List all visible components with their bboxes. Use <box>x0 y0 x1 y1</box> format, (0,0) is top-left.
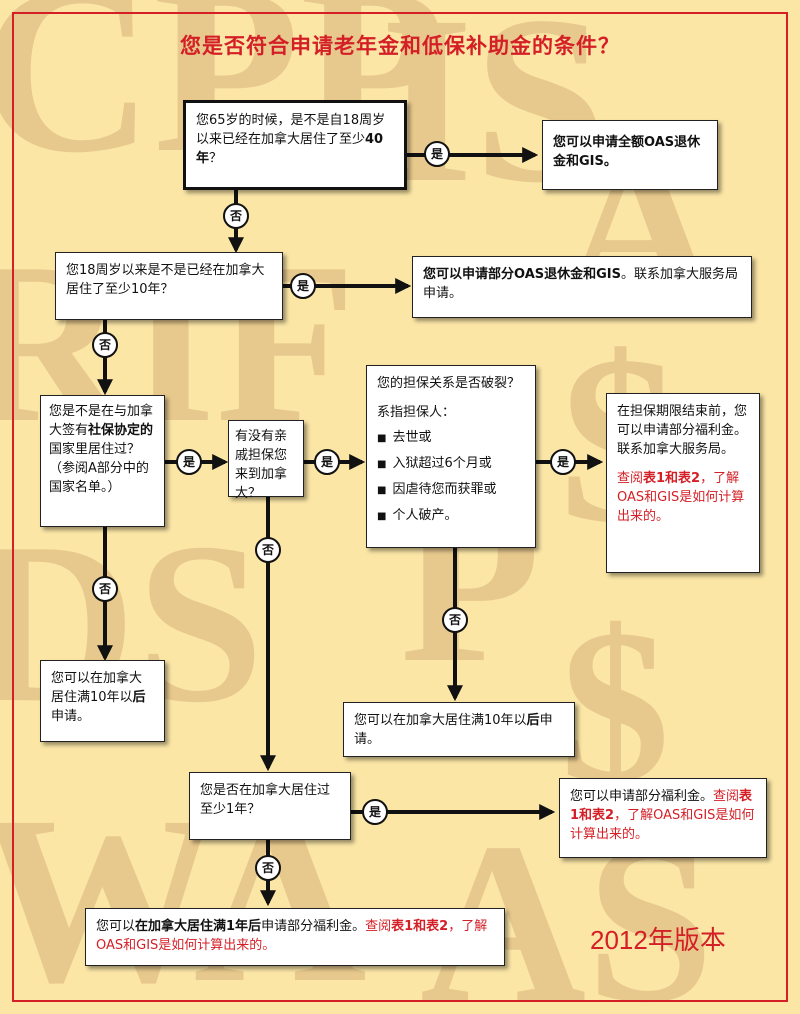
yes-badge: 是 <box>424 141 450 167</box>
question-box-40-years: 您65岁的时候，是不是自18周岁以来已经在加拿大居住了至少40年？ <box>183 100 407 190</box>
yes-badge: 是 <box>290 273 316 299</box>
yes-badge: 是 <box>362 799 388 825</box>
question-box-1-year: 您是否在加拿大居住过至少1年？ <box>189 772 351 840</box>
page-title: 您是否符合申请老年金和低保补助金的条件？ <box>180 34 620 58</box>
result-box-apply-after-10-years-a: 您可以在加拿大居住满10年以后申请。 <box>40 660 165 742</box>
no-badge: 否 <box>92 576 118 602</box>
result-box-partial-benefit: 您可以申请部分福利金。查阅表1和表2，了解OAS和GIS是如何计算出来的。 <box>559 778 767 858</box>
question-box-social-security-agreement: 您是不是在与加拿大签有社保协定的国家里居住过？（参阅A部分中的国家名单。） <box>40 395 165 527</box>
list-item: 个人破产。 <box>377 506 525 526</box>
result-box-partial-before-sponsorship-end: 在担保期限结束前，您可以申请部分福利金。联系加拿大服务局。 查阅表1和表2，了解… <box>606 393 760 573</box>
no-badge: 否 <box>255 855 281 881</box>
question-box-relative-sponsor: 有没有亲戚担保您来到加拿大？ <box>228 420 304 501</box>
yes-badge: 是 <box>176 449 202 475</box>
question-box-10-years: 您18周岁以来是不是已经在加拿大居住了至少10年？ <box>55 252 283 320</box>
result-box-full-oas: 您可以申请全额OAS退休金和GIS。 <box>542 120 718 190</box>
yes-badge: 是 <box>550 449 576 475</box>
no-badge: 否 <box>442 607 468 633</box>
page-border <box>12 12 788 1002</box>
list-item: 入狱超过6个月或 <box>377 454 525 474</box>
list-item: 去世或 <box>377 428 525 448</box>
question-box-sponsorship-breakdown: 您的担保关系是否破裂？ 系指担保人： 去世或 入狱超过6个月或 因虐待您而获罪或… <box>366 365 536 548</box>
edition-label: 2012年版本 <box>590 925 726 955</box>
yes-badge: 是 <box>314 449 340 475</box>
no-badge: 否 <box>255 537 281 563</box>
watermark-letter: IS <box>380 0 607 232</box>
list-item: 因虐待您而获罪或 <box>377 480 525 500</box>
result-box-apply-after-1-year: 您可以在加拿大居住满1年后申请部分福利金。查阅表1和表2，了解OAS和GIS是如… <box>85 908 505 966</box>
result-box-apply-after-10-years-b: 您可以在加拿大居住满10年以后申请。 <box>343 702 575 757</box>
no-badge: 否 <box>92 332 118 358</box>
no-badge: 否 <box>223 203 249 229</box>
result-box-partial-oas: 您可以申请部分OAS退休金和GIS。联系加拿大服务局申请。 <box>412 256 752 318</box>
